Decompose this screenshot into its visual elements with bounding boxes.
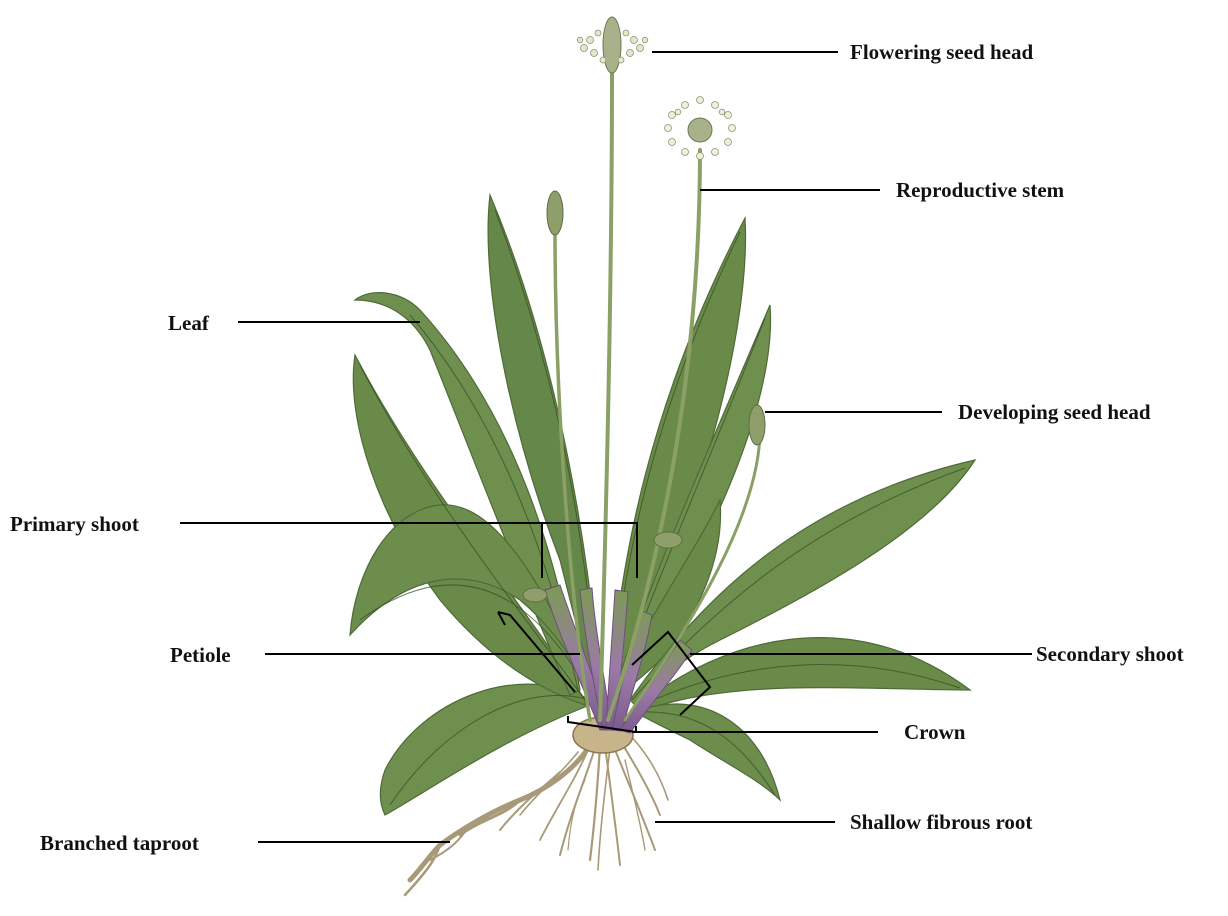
- label-shallow-fibrous-root: Shallow fibrous root: [850, 812, 1032, 833]
- flowering-seed-head: [577, 17, 648, 73]
- label-secondary-shoot: Secondary shoot: [1036, 644, 1184, 665]
- label-reproductive-stem: Reproductive stem: [896, 180, 1064, 201]
- label-primary-shoot: Primary shoot: [10, 514, 139, 535]
- label-flowering-seed-head: Flowering seed head: [850, 42, 1033, 63]
- label-petiole: Petiole: [170, 645, 231, 666]
- flowering-stem: [600, 70, 612, 720]
- label-developing-seed-head: Developing seed head: [958, 402, 1151, 423]
- label-leaf: Leaf: [168, 313, 209, 334]
- label-branched-taproot: Branched taproot: [40, 833, 199, 854]
- label-crown: Crown: [904, 722, 965, 743]
